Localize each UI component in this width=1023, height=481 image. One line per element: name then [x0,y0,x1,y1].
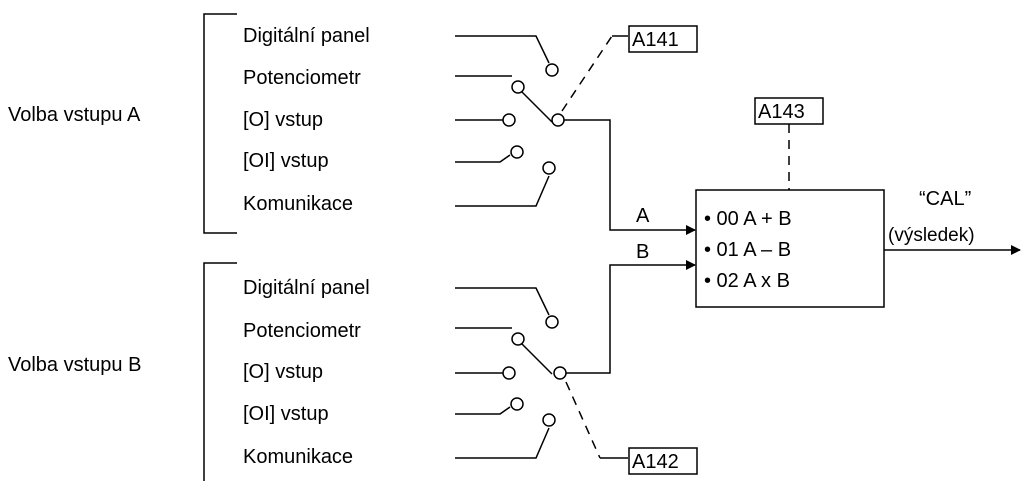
group-a-title: Volba vstupu A [8,104,141,126]
group-b-title: Volba vstupu B [8,354,141,376]
param-a143: A143 [758,101,805,123]
group-a-input-digital-panel: Digitální panel [243,25,370,47]
operation-option-add: • 00 A + B [704,208,792,230]
group-b: Volba vstupu B Digitální panel Potenciom… [8,260,698,481]
group-a: Volba vstupu A Digitální panel Potenciom… [8,13,698,235]
operation-option-multiply: • 02 A x B [704,270,790,292]
group-a-input-o: [O] vstup [243,109,323,131]
group-b-input-communication: Komunikace [243,446,353,468]
output-name: “CAL” [919,188,971,210]
group-a-param-link [561,35,613,112]
group-a-input-oi: [OI] vstup [243,150,329,172]
group-b-input-digital-panel: Digitální panel [243,277,370,299]
group-a-selector-switch [455,35,696,235]
input-a-label: A [636,205,650,227]
operation-option-subtract: • 01 A – B [704,239,791,261]
group-a-input-potentiometer: Potenciometr [243,67,361,89]
input-b-label: B [636,241,649,263]
group-a-input-communication: Komunikace [243,193,353,215]
group-a-bracket [203,13,237,234]
param-a142-box [628,447,698,475]
group-b-selector-switch [455,260,696,459]
group-b-input-o: [O] vstup [243,361,323,383]
group-b-param-link [565,381,601,459]
operator-block: A B A143 • 00 A + B • 01 A – B • 02 A x … [636,97,885,308]
param-a143-box [754,97,824,125]
operation-box [695,189,885,308]
group-b-input-oi: [OI] vstup [243,403,329,425]
param-a142: A142 [632,451,679,473]
group-b-bracket [203,262,237,481]
output: “CAL” (výsledek) [884,188,1021,255]
group-b-input-potentiometer: Potenciometr [243,320,361,342]
param-a141-box [628,25,698,53]
output-sub: (výsledek) [888,225,975,246]
param-a141: A141 [632,29,679,51]
